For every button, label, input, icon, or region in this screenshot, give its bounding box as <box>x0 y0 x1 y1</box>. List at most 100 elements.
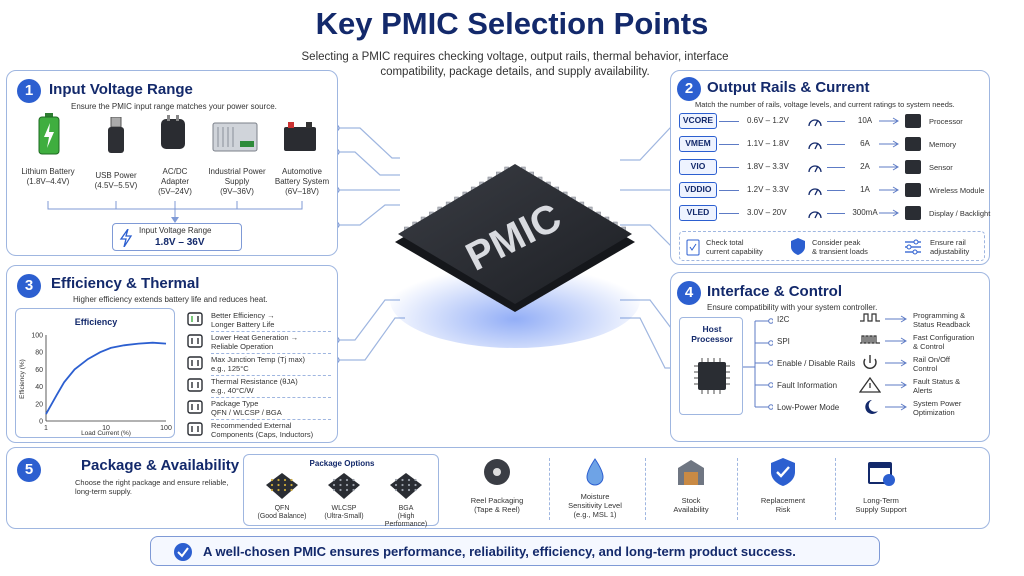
section-desc: Match the number of rails, voltage level… <box>695 100 955 109</box>
x-axis-label: Load Current (%) <box>81 430 131 437</box>
section-title: Output Rails & Current <box>707 79 870 96</box>
efficiency-panel: 3 Efficiency & Thermal Higher efficiency… <box>6 265 338 443</box>
rail-connector <box>827 213 845 214</box>
rail-load: Sensor <box>929 163 953 172</box>
arrow-icon <box>885 359 907 367</box>
y-axis-label: Efficiency (%) <box>19 359 26 399</box>
divider <box>211 353 331 354</box>
interface-signal: Low-Power Mode <box>777 403 840 412</box>
package-option: WLCSP(Ultra-Small) <box>324 505 364 520</box>
chart-title: Efficiency <box>75 317 118 327</box>
rail-voltage: 3.0V – 20V <box>747 208 787 217</box>
load-device-icon <box>905 183 921 197</box>
load-device-icon <box>905 137 921 151</box>
efficiency-curve <box>45 341 167 415</box>
divider <box>211 397 331 398</box>
rail-voltage: 0.6V – 1.2V <box>747 116 789 125</box>
bus-lines <box>743 318 773 410</box>
rail-voltage: 1.1V – 1.8V <box>747 139 789 148</box>
rail-connector <box>719 121 739 122</box>
section-desc: Higher efficiency extends battery life a… <box>73 295 268 304</box>
package-chip-icon <box>328 473 360 499</box>
shield-icon <box>791 238 805 255</box>
load-device-icon <box>905 160 921 174</box>
droplet-icon <box>586 458 604 486</box>
arrow-icon <box>885 403 907 411</box>
interface-signal: I2C <box>777 315 790 324</box>
section-number: 5 <box>17 458 41 482</box>
divider <box>211 331 331 332</box>
rail-tag: VLED <box>679 205 717 221</box>
thermal-point: Max Junction Temp (Tj max)e.g., 125°C <box>211 355 306 373</box>
load-device-icon <box>905 206 921 220</box>
rail-load: Processor <box>929 117 963 126</box>
divider <box>645 458 646 520</box>
rail-tag: VDDIO <box>679 182 717 198</box>
rail-current: 6A <box>860 139 870 148</box>
rail-connector <box>719 167 739 168</box>
gauge-icon <box>808 188 822 196</box>
arrow-icon <box>879 117 899 125</box>
check-peak-loads: Consider peak& transient loads <box>812 238 868 256</box>
rail-connector <box>827 121 845 122</box>
x-tick-label: 10 <box>102 425 110 432</box>
interface-panel: 4 Interface & Control Ensure compatibili… <box>670 272 990 442</box>
rail-connector <box>827 190 845 191</box>
page-title: Key PMIC Selection Points <box>315 6 709 41</box>
rail-tag: VMEM <box>679 136 717 152</box>
arrow-icon <box>879 186 899 194</box>
rail-connector <box>827 167 845 168</box>
divider <box>835 458 836 520</box>
thermal-point-icon <box>187 312 203 326</box>
rail-connector <box>719 213 739 214</box>
package-options-box: Package Options QFN(Good Balance)WLCSP(U… <box>243 454 439 528</box>
pmic-chip: PMIC <box>390 164 640 348</box>
package-chip-icon <box>266 473 298 499</box>
divider <box>211 419 331 420</box>
source-automotive: Automotive Battery System(6V–18V) <box>274 167 330 196</box>
y-tick-label: 0 <box>39 419 43 426</box>
thermal-point-icon <box>187 356 203 370</box>
rail-connector <box>719 144 739 145</box>
page-subtitle: Selecting a PMIC requires checking volta… <box>301 51 729 78</box>
thermal-point-icon <box>187 378 203 392</box>
arrow-icon <box>885 315 907 323</box>
footer-text: A well-chosen PMIC ensures performance, … <box>203 544 796 559</box>
gauge-icon <box>808 142 822 150</box>
rail-current: 300mA <box>852 208 878 217</box>
gauge-icon <box>808 165 822 173</box>
section-desc: Ensure compatibility with your system co… <box>707 303 878 312</box>
reel-icon <box>484 459 510 485</box>
thermal-point: Better Efficiency →Longer Battery Life <box>211 311 275 329</box>
processor-chip-icon <box>694 358 730 394</box>
source-merge-lines <box>47 201 303 223</box>
source-usb: USB Power(4.5V–5.5V) <box>94 171 138 190</box>
arrow-icon <box>879 140 899 148</box>
calendar-check-icon <box>868 462 895 486</box>
sliders-icon <box>905 239 921 255</box>
x-tick-label: 1 <box>44 425 48 432</box>
arrow-icon <box>879 163 899 171</box>
output-rails-panel: 2 Output Rails & Current Match the numbe… <box>670 70 990 265</box>
rail-load: Wireless Module <box>929 186 985 195</box>
section-number: 3 <box>17 274 41 298</box>
x-tick-label: 100 <box>160 425 172 432</box>
package-chip-icon <box>390 473 422 499</box>
y-tick-label: 80 <box>35 350 43 357</box>
section-title: Efficiency & Thermal <box>51 275 200 292</box>
package-panel: 5 Package & Availability Choose the righ… <box>6 447 990 529</box>
section-title: Package & Availability <box>81 457 240 474</box>
section-number: 2 <box>677 77 701 101</box>
rail-current: 1A <box>860 185 870 194</box>
gauge-icon <box>808 211 822 219</box>
thermal-point-icon <box>187 400 203 414</box>
